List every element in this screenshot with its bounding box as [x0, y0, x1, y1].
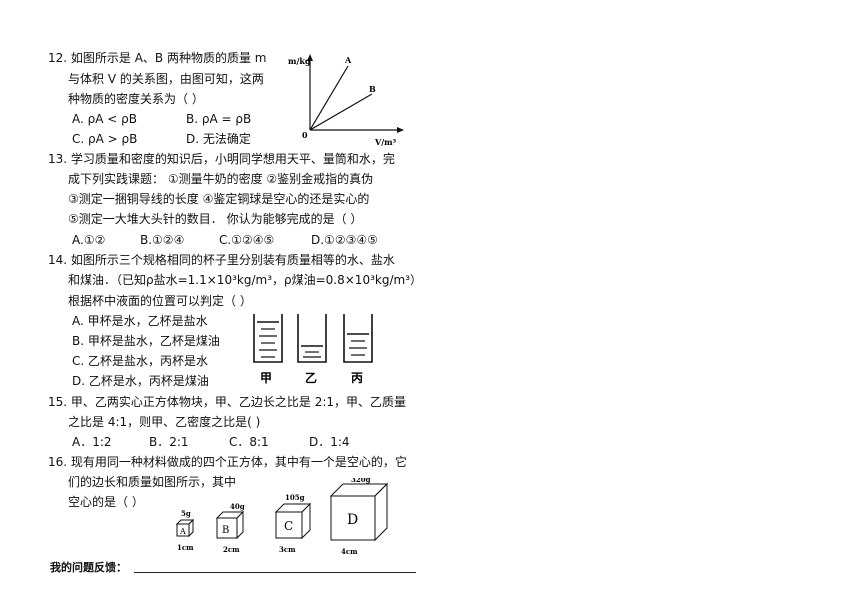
q12-line3: 种物质的密度关系为（ ） — [68, 92, 204, 106]
q14-line1: 14. 如图所示三个规格相同的杯子里分别装有质量相等的水、盐水 — [48, 253, 395, 267]
q12-option-c: C. ρA > ρB — [72, 132, 138, 146]
q12-mass-volume-graph: m/kg V/m³ 0 A B — [288, 54, 404, 147]
q15-line2: 之比是 4:1，则甲、乙密度之比是( ) — [68, 415, 261, 429]
q14-option-c: C. 乙杯是盐水，丙杯是水 — [72, 354, 209, 368]
q13-line4: ⑤测定一大堆大头针的数目． 你认为能够完成的是（ ） — [68, 212, 363, 226]
graph-x-label: V/m³ — [374, 137, 397, 147]
q14-option-a: A. 甲杯是水，乙杯是盐水 — [72, 314, 208, 328]
q16-line2: 们的边长和质量如图所示，其中 — [68, 475, 237, 489]
cube-c: C 105g 3cm — [274, 493, 312, 554]
cup-yi — [297, 314, 327, 363]
cup-label-bing: 丙 — [351, 371, 363, 385]
q15-option-d: D．1:4 — [309, 435, 350, 449]
cube-b-letter: B — [222, 525, 229, 536]
q15-option-c: C．8:1 — [229, 435, 269, 449]
q15-option-b: B．2:1 — [149, 435, 189, 449]
q13-line1: 13. 学习质量和密度的知识后，小明同学想用天平、量筒和水，完 — [48, 152, 395, 166]
q12-option-d: D. 无法确定 — [186, 132, 251, 146]
graph-y-label: m/kg — [288, 56, 311, 66]
q13-line3: ③测定一捆铜导线的长度 ④鉴定铜球是空心的还是实心的 — [68, 192, 370, 206]
q13-option-a: A.①② — [72, 233, 106, 247]
cube-c-letter: C — [284, 519, 293, 533]
q14-line2: 和煤油．（已知ρ盐水=1.1×10³kg/m³，ρ煤油=0.8×10³kg/m³… — [68, 273, 423, 287]
cube-a-letter: A — [179, 527, 186, 536]
q14-option-d: D. 乙杯是水，丙杯是煤油 — [72, 374, 209, 388]
q14-cups-figure: 甲 乙 丙 — [253, 314, 373, 385]
cube-b-mass: 40g — [230, 502, 245, 511]
feedback-label: 我的问题反馈： — [50, 561, 127, 574]
q14-option-b: B. 甲杯是盐水，乙杯是煤油 — [72, 334, 220, 348]
q12-line2: 与体积 V 的关系图，由图可知，这两 — [68, 72, 264, 86]
cup-label-jia: 甲 — [260, 371, 272, 385]
feedback-answer-line[interactable] — [134, 572, 416, 573]
cup-jia — [253, 314, 283, 363]
cube-d-letter: D — [347, 512, 358, 528]
cube-d-side: 4cm — [341, 547, 358, 556]
cube-b-side: 2cm — [223, 545, 240, 554]
graph-label-b: B — [369, 84, 376, 94]
q13-option-d: D.①②③④⑤ — [311, 233, 378, 247]
cup-bing — [343, 314, 373, 363]
q16-cubes-figure: A 5g 1cm B 40g 2cm C 105g 3cm D 320g 4cm — [175, 478, 389, 556]
q13-option-b: B.①②④ — [140, 233, 185, 247]
cube-d-mass: 320g — [351, 478, 371, 484]
cube-d: D 320g 4cm — [329, 478, 389, 556]
cube-b: B 40g 2cm — [215, 502, 245, 554]
q16-line3: 空心的是（ ） — [68, 495, 144, 509]
q12-option-a: A. ρA < ρB — [72, 112, 137, 126]
q12-option-b: B. ρA = ρB — [186, 112, 252, 126]
graph-line-b — [309, 93, 373, 131]
graph-line-a — [309, 65, 349, 131]
graph-origin: 0 — [302, 130, 308, 140]
cup-label-yi: 乙 — [305, 371, 317, 385]
q14-line3: 根据杯中液面的位置可以判定（ ） — [68, 294, 252, 308]
graph-label-a: A — [344, 55, 352, 65]
cube-c-mass: 105g — [285, 493, 305, 502]
cube-a: A 5g 1cm — [175, 509, 195, 552]
cube-c-side: 3cm — [279, 545, 296, 554]
q13-option-c: C.①②④⑤ — [219, 233, 275, 247]
q16-line1: 16. 现有用同一种材料做成的四个正方体，其中有一个是空心的，它 — [48, 455, 407, 469]
q15-option-a: A．1:2 — [72, 435, 112, 449]
q15-line1: 15. 甲、乙两实心正方体物块，甲、乙边长之比是 2:1，甲、乙质量 — [48, 395, 407, 409]
q12-line1: 12. 如图所示是 A、B 两种物质的质量 m — [48, 51, 267, 65]
cube-a-side: 1cm — [177, 543, 194, 552]
q13-line2: 成下列实践课题： ①测量牛奶的密度 ②鉴别金戒指的真伪 — [68, 172, 374, 186]
cube-a-mass: 5g — [181, 509, 191, 518]
